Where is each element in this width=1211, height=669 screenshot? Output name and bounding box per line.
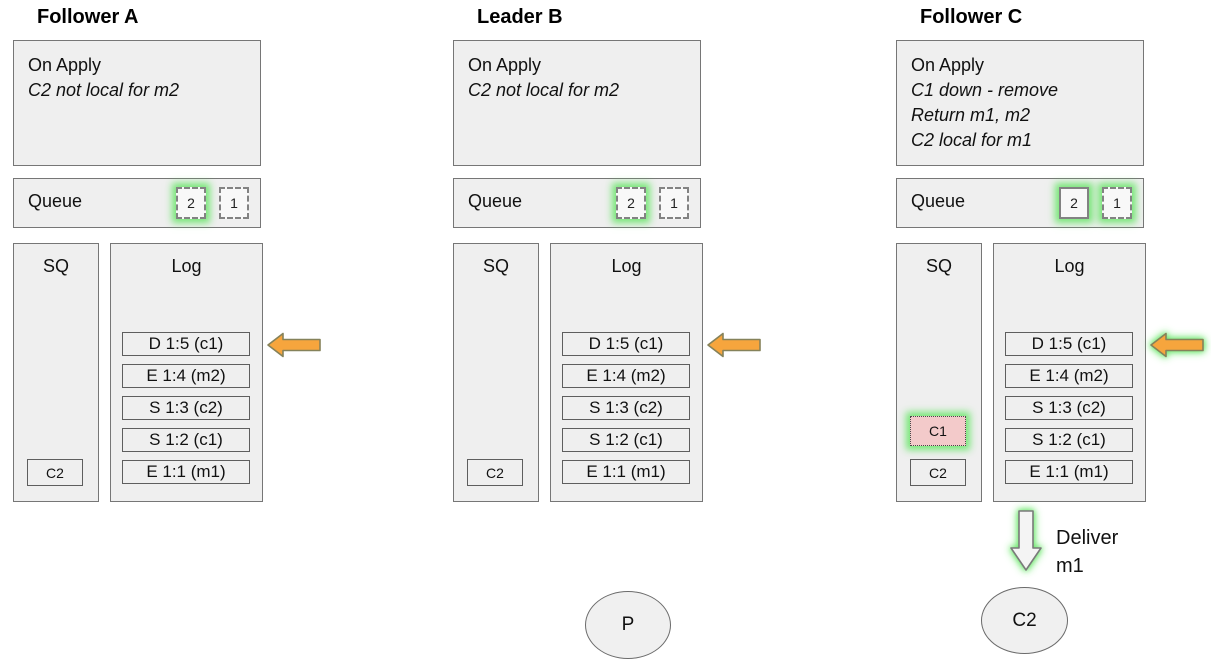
sq-title: SQ (42, 256, 69, 276)
sq-item-label: C2 (929, 464, 947, 481)
queue-item: 2 (176, 187, 206, 219)
client-p-ellipse: P (585, 591, 671, 659)
log-entry: D 1:5 (c1) (122, 332, 250, 356)
queue-panel: Queue 2 1 (13, 178, 261, 228)
apply-position-arrow-icon (1150, 332, 1204, 358)
on-apply-note: Return m1, m2 (911, 105, 1031, 125)
deliver-label: Deliver m1 (1056, 524, 1118, 580)
client-c2-ellipse: C2 (981, 587, 1068, 654)
node-follower-c: Follower C On Apply C1 down - remove Ret… (896, 0, 1204, 669)
node-title: Leader B (477, 6, 563, 28)
node-follower-a: Follower A On Apply C2 not local for m2 … (13, 0, 321, 669)
sq-item-label: C1 (929, 423, 947, 439)
log-entry: E 1:4 (m2) (1005, 364, 1133, 388)
log-entry: D 1:5 (c1) (1005, 332, 1133, 356)
on-apply-note: C1 down - remove (911, 80, 1059, 100)
log-entry: E 1:1 (m1) (122, 460, 250, 484)
deliver-label-line: m1 (1056, 555, 1084, 577)
queue-item: 1 (219, 187, 249, 219)
node-title: Follower A (37, 6, 139, 28)
log-entry: S 1:3 (c2) (562, 396, 690, 420)
queue-label: Queue (468, 191, 523, 211)
sq-item: C2 (27, 459, 83, 486)
deliver-arrow-icon (1010, 510, 1042, 571)
queue-item: 1 (659, 187, 689, 219)
queue-item: 1 (1102, 187, 1132, 219)
sq-panel: SQ C2 (13, 243, 99, 502)
apply-position-arrow-icon (707, 332, 761, 358)
log-entry: S 1:2 (c1) (1005, 428, 1133, 452)
log-title: Log (171, 256, 202, 276)
on-apply-heading: On Apply (911, 55, 985, 75)
log-entry: E 1:1 (m1) (1005, 460, 1133, 484)
queue-panel: Queue 2 1 (896, 178, 1144, 228)
sq-title: SQ (482, 256, 509, 276)
sq-title: SQ (925, 256, 952, 276)
on-apply-note: C2 not local for m2 (468, 80, 620, 100)
queue-item-value: 2 (627, 195, 635, 211)
node-leader-b: Leader B On Apply C2 not local for m2 Qu… (453, 0, 761, 669)
on-apply-heading: On Apply (468, 55, 542, 75)
log-entry: S 1:2 (c1) (562, 428, 690, 452)
queue-label: Queue (911, 191, 966, 211)
on-apply-note: C2 local for m1 (911, 130, 1033, 150)
client-label: P (621, 614, 635, 635)
sq-item: C2 (910, 459, 966, 486)
queue-item-value: 1 (230, 195, 238, 211)
sq-item-label: C2 (46, 464, 64, 481)
log-entry: E 1:4 (m2) (562, 364, 690, 388)
log-entry: S 1:3 (c2) (1005, 396, 1133, 420)
log-panel: Log D 1:5 (c1) E 1:4 (m2) S 1:3 (c2) S 1… (993, 243, 1146, 502)
log-panel: Log D 1:5 (c1) E 1:4 (m2) S 1:3 (c2) S 1… (110, 243, 263, 502)
apply-position-arrow-icon (267, 332, 321, 358)
sq-item-label: C2 (486, 464, 504, 481)
on-apply-note: C2 not local for m2 (28, 80, 180, 100)
on-apply-panel: On Apply C2 not local for m2 (453, 40, 701, 166)
queue-panel: Queue 2 1 (453, 178, 701, 228)
on-apply-panel: On Apply C1 down - remove Return m1, m2 … (896, 40, 1144, 166)
queue-item-value: 2 (187, 195, 195, 211)
client-label: C2 (1012, 609, 1037, 631)
queue-item-value: 2 (1070, 195, 1078, 211)
log-entry: D 1:5 (c1) (562, 332, 690, 356)
queue-item-value: 1 (1113, 195, 1121, 211)
on-apply-panel: On Apply C2 not local for m2 (13, 40, 261, 166)
log-entry: S 1:2 (c1) (122, 428, 250, 452)
sq-item: C2 (467, 459, 523, 486)
log-entry: E 1:1 (m1) (562, 460, 690, 484)
on-apply-heading: On Apply (28, 55, 102, 75)
log-panel: Log D 1:5 (c1) E 1:4 (m2) S 1:3 (c2) S 1… (550, 243, 703, 502)
queue-item: 2 (1059, 187, 1089, 219)
deliver-label-line: Deliver (1056, 527, 1119, 549)
sq-panel: SQ C2 (453, 243, 539, 502)
node-title: Follower C (920, 6, 1023, 28)
sq-item-removed: C1 (910, 416, 966, 446)
log-title: Log (611, 256, 642, 276)
log-entry: E 1:4 (m2) (122, 364, 250, 388)
queue-item: 2 (616, 187, 646, 219)
log-title: Log (1054, 256, 1085, 276)
queue-label: Queue (28, 191, 83, 211)
log-entry: S 1:3 (c2) (122, 396, 250, 420)
sq-panel: SQ C1 C2 (896, 243, 982, 502)
queue-item-value: 1 (670, 195, 678, 211)
